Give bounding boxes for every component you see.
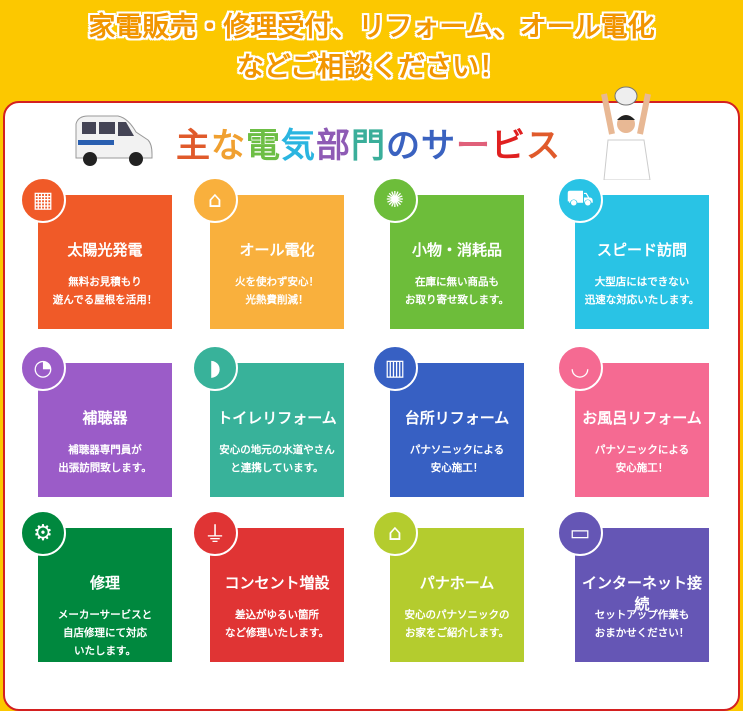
description-line: 光熱費削減！ [245,294,309,306]
service-description: 補聴器専門員が出張訪問致します。 [38,441,172,477]
ear-icon: ◔ [20,345,66,391]
title-char: ー [456,126,491,166]
bathtub-icon: ◡ [557,345,603,391]
description-line: 安心施工！ [615,462,669,474]
service-card[interactable]: コンセント増設差込がゆるい箇所など修理いたします。 [210,528,344,662]
service-title: トイレリフォーム [217,409,337,427]
wrench-gear-icon: ⚙ [20,510,66,556]
service-title: 小物・消耗品 [411,241,502,259]
service-card[interactable]: パナホーム安心のパナソニックのお家をご紹介します。 [390,528,524,662]
service-title: インターネット接続 [581,574,702,613]
kitchen-icon: ▥ [372,345,418,391]
description-line: お取り寄せ致します。 [405,294,509,306]
title-char: 電 [246,126,281,166]
service-title: 太陽光発電 [67,241,143,259]
service-title: 修理 [89,574,120,592]
service-card[interactable]: 太陽光発電無料お見積もり遊んでる屋根を活用！ [38,195,172,329]
service-card[interactable]: 修理メーカーサービスと自店修理にて対応いたします。 [38,528,172,662]
service-description: 無料お見積もり遊んでる屋根を活用！ [38,273,172,309]
service-title: 補聴器 [82,409,128,427]
title-char: 部 [316,126,351,166]
description-line: 差込がゆるい箇所 [235,609,319,621]
description-line: 自店修理にて対応 [63,627,147,639]
staff-photo [601,86,651,180]
title-char: ス [526,126,561,166]
laptop-icon: ▭ [557,510,603,556]
description-line: パナソニックによる [409,444,505,456]
description-line: メーカーサービスと [57,609,153,621]
service-title: スピード訪問 [596,241,687,259]
service-title: パナホーム [419,574,495,592]
service-card[interactable]: トイレリフォーム安心の地元の水道やさんと連携しています。 [210,363,344,497]
description-line: 大型店にはできない [594,276,690,288]
description-line: など修理いたします。 [225,627,329,639]
service-title: オール電化 [239,241,315,259]
service-description: セットアップ作業もおまかせください！ [575,606,709,642]
service-card[interactable]: 台所リフォームパナソニックによる安心施工！ [390,363,524,497]
headline-line-2: などご相談ください！ [236,52,507,83]
description-line: いたします。 [74,645,136,657]
service-title: お風呂リフォーム [582,409,702,427]
description-line: 無料お見積もり [68,276,142,288]
service-description: メーカーサービスと自店修理にて対応いたします。 [38,606,172,660]
house-plug-icon: ⌂ [192,177,238,223]
service-card[interactable]: 小物・消耗品在庫に無い商品もお取り寄せ致します。 [390,195,524,329]
description-line: と連携しています。 [230,462,324,474]
headline-line-1: 家電販売・修理受付、リフォーム、オール電化 [88,12,655,43]
home-icon: ⌂ [372,510,418,556]
description-line: 遊んでる屋根を活用！ [52,294,158,306]
service-card[interactable]: スピード訪問大型店にはできない迅速な対応いたします。 [575,195,709,329]
service-card[interactable]: インターネット接続セットアップ作業もおまかせください！ [575,528,709,662]
service-description: 火を使わず安心！ 光熱費削減！ [210,273,344,309]
service-description: 大型店にはできない迅速な対応いたします。 [575,273,709,309]
description-line: 在庫に無い商品も [415,276,499,288]
truck-icon: ⛟ [557,177,603,223]
plug-icon: ⏚ [192,510,238,556]
light-bulb-icon: ✺ [372,177,418,223]
service-description: 安心のパナソニックのお家をご紹介します。 [390,606,524,642]
service-card[interactable]: 補聴器補聴器専門員が出張訪問致します。 [38,363,172,497]
description-line: お家をご紹介します。 [405,627,509,639]
service-description: 在庫に無い商品もお取り寄せ致します。 [390,273,524,309]
section-title: 主な電気部門のサービス [176,118,561,167]
title-char: 主 [176,126,211,166]
service-description: パナソニックによる安心施工！ [575,441,709,477]
description-line: 迅速な対応いたします。 [584,294,700,306]
description-line: 火を使わず安心！ [235,276,319,288]
title-char: サ [421,126,456,166]
service-title: コンセント増設 [224,574,330,592]
service-title: 台所リフォーム [404,409,510,427]
service-description: 安心の地元の水道やさんと連携しています。 [210,441,344,477]
title-char: 門 [351,126,386,166]
description-line: 安心のパナソニックの [404,609,510,621]
title-char: 気 [281,126,316,166]
service-card[interactable]: オール電化火を使わず安心！ 光熱費削減！ [210,195,344,329]
description-line: 補聴器専門員が [68,444,142,456]
toilet-icon: ◗ [192,345,238,391]
description-line: パナソニックによる [594,444,690,456]
title-char: な [211,126,246,166]
description-line: 安心の地元の水道やさん [219,444,335,456]
description-line: セットアップ作業も [594,609,690,621]
description-line: おまかせください！ [594,627,690,639]
service-description: 差込がゆるい箇所など修理いたします。 [210,606,344,642]
service-card[interactable]: お風呂リフォームパナソニックによる安心施工！ [575,363,709,497]
service-van-image [75,115,153,166]
title-char: の [386,126,421,166]
description-line: 出張訪問致します。 [58,462,152,474]
solar-panel-icon: ▦ [20,177,66,223]
title-char: ビ [491,126,526,166]
service-description: パナソニックによる安心施工！ [390,441,524,477]
description-line: 安心施工！ [430,462,484,474]
